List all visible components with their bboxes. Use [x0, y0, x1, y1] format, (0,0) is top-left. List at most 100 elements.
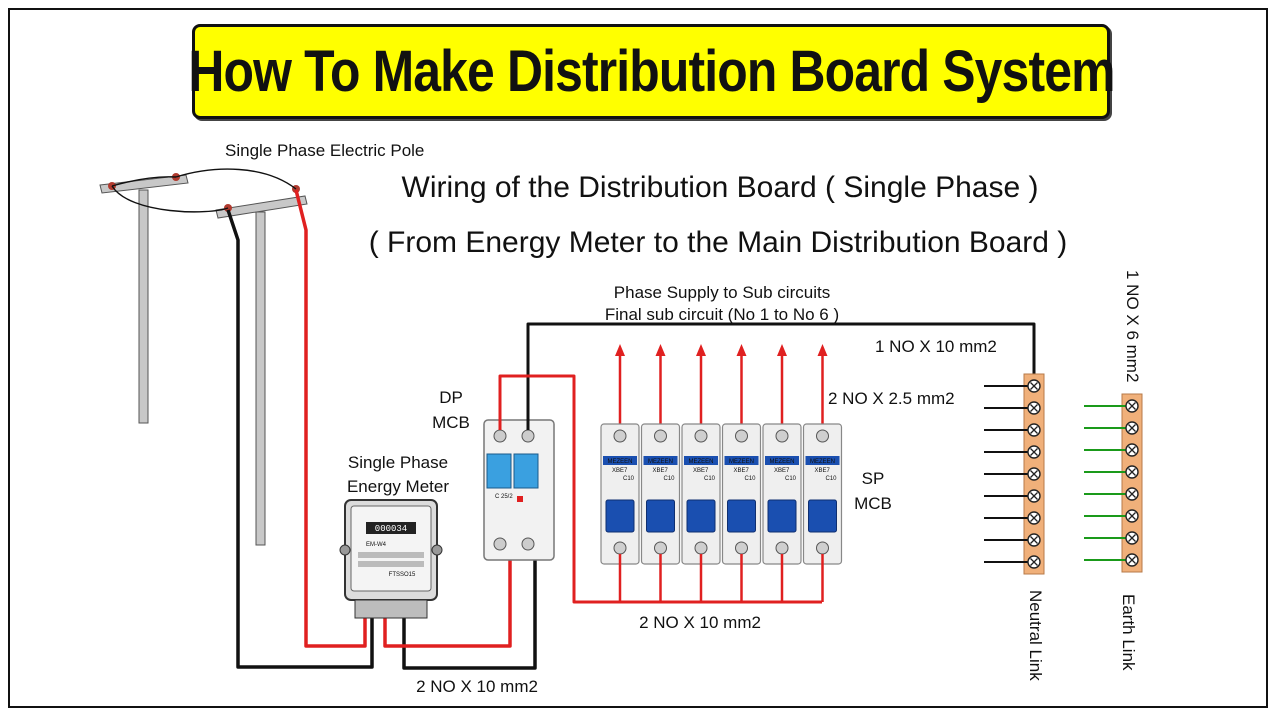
earth-link-label: Earth Link: [1119, 594, 1138, 671]
meter-to-dp-neutral: [402, 548, 537, 670]
sp-mcb-brand-strip: [643, 456, 678, 465]
pole-phase-wire: [294, 189, 367, 648]
sub-circuit-arrow-icon: [736, 344, 747, 356]
pole-neutral-wire: [226, 209, 374, 669]
sub-circuit-arrow-icon: [615, 344, 625, 356]
sub-circuit-arrow-icon: [777, 344, 787, 356]
sp-mcb-bottom-terminal: [654, 541, 667, 555]
meter-brand: EM-W4: [366, 542, 387, 548]
meter-cable-label: 2 NO X 10 mm2: [416, 677, 538, 696]
dp-mcb-label-2: MCB: [432, 413, 470, 432]
sp-mcb-brand-strip: [603, 456, 637, 465]
meter-to-dp-phase: [383, 548, 512, 648]
sp-mcb-model: XBE7: [734, 468, 750, 474]
overhead-line: [175, 168, 297, 190]
distribution-wires: [498, 322, 1036, 604]
earth-terminal-x-icon: [1128, 534, 1136, 542]
dp-mcb-label-1: DP: [439, 388, 463, 407]
sub-circuit-arrow-icon: [817, 344, 828, 356]
sp-mcb-top-terminal: [613, 429, 627, 443]
dp-mcb: C 25/2: [483, 419, 555, 561]
earth-terminal-x-icon: [1128, 512, 1136, 520]
meter-display: 000034: [375, 524, 407, 534]
neutral-terminal-x-icon: [1030, 382, 1038, 390]
sp-mcb-handle[interactable]: [808, 499, 837, 533]
earth-terminal-x-icon: [1128, 490, 1136, 498]
meter-serial: FTSSO15: [389, 572, 416, 578]
sp-mcb-brand: MEZEEN: [607, 459, 632, 465]
earth-terminal-x-icon: [1128, 424, 1136, 432]
sub-circuit-cable-label: 2 NO X 2.5 mm2: [828, 389, 955, 408]
overhead-line: [111, 176, 177, 187]
earth-link: [1084, 393, 1143, 573]
sp-mcb-top-terminal: [775, 429, 789, 443]
neutral-terminal-x-icon: [1030, 404, 1038, 412]
sp-mcb-model: XBE7: [612, 468, 628, 474]
neutral-terminal-x-icon: [1030, 470, 1038, 478]
frame-border: [8, 8, 1268, 708]
pole-right: [215, 185, 308, 546]
dp-mcb-rating: C 25/2: [495, 494, 513, 500]
meter-label-2: Energy Meter: [347, 477, 449, 496]
sp-mcb-brand: MEZEEN: [648, 459, 673, 465]
sp-mcb-bottom-terminal: [775, 541, 789, 555]
sp-mcb-handle[interactable]: [727, 499, 756, 533]
earth-terminal-x-icon: [1128, 402, 1136, 410]
earth-terminal-x-icon: [1128, 446, 1136, 454]
sp-mcb-handle[interactable]: [686, 499, 716, 533]
neutral-link-label: Neutral Link: [1026, 590, 1045, 681]
sp-mcb-brand-strip: [724, 456, 759, 465]
sp-mcb-brand: MEZEEN: [769, 459, 794, 465]
neutral-terminal-x-icon: [1030, 536, 1038, 544]
sp-mcb-bottom-terminal: [613, 541, 627, 555]
sp-mcb-brand-strip: [765, 456, 799, 465]
dp-mcb-handle[interactable]: [486, 453, 512, 489]
sp-mcb-model: XBE7: [653, 468, 669, 474]
sp-mcb-brand-strip: [805, 456, 840, 465]
sp-mcb-brand-strip: [684, 456, 718, 465]
dp-mcb-handle[interactable]: [513, 453, 539, 489]
sp-mcb-bottom-terminal: [816, 541, 829, 555]
sp-mcb-rating: C10: [745, 476, 757, 482]
sp-mcb-rating: C10: [664, 476, 676, 482]
electric-pole: [99, 168, 308, 546]
sp-mcb-handle[interactable]: [646, 499, 675, 533]
banner-title: How To Make Distribution Board System: [187, 39, 1115, 104]
busbar-cable-label: 2 NO X 10 mm2: [639, 613, 761, 632]
sp-mcb-top-terminal: [735, 429, 748, 443]
sp-mcb-model: XBE7: [815, 468, 831, 474]
sp-mcb-handle[interactable]: [605, 499, 635, 533]
energy-meter: 000034 EM-W4 FTSSO15: [339, 499, 443, 619]
sub-circuit-arrow-icon: [696, 344, 706, 356]
neutral-link: [984, 373, 1045, 575]
phase-supply-label-1: Phase Supply to Sub circuits: [614, 283, 830, 302]
sp-mcb-brand: MEZEEN: [688, 459, 713, 465]
sp-mcb-handle[interactable]: [767, 499, 797, 533]
sp-mcb-bottom-terminal: [694, 541, 708, 555]
sp-mcb-brand: MEZEEN: [810, 459, 835, 465]
neutral-terminal-x-icon: [1030, 448, 1038, 456]
sp-mcb-bottom-terminal: [735, 541, 748, 555]
sp-mcb-rating: C10: [785, 476, 797, 482]
title-banner: How To Make Distribution Board System: [188, 24, 1115, 119]
heading-line-1: Wiring of the Distribution Board ( Singl…: [402, 171, 1039, 204]
earth-terminal-x-icon: [1128, 556, 1136, 564]
sp-mcb-label-1: SP: [862, 469, 885, 488]
sp-mcb-rating: C10: [826, 476, 838, 482]
neutral-terminal-x-icon: [1030, 492, 1038, 500]
neutral-cable-label: 1 NO X 10 mm2: [875, 337, 997, 356]
sp-mcb-top-terminal: [816, 429, 829, 443]
earth-link-bar: [1121, 393, 1143, 573]
neutral-terminal-x-icon: [1030, 426, 1038, 434]
pole-label: Single Phase Electric Pole: [225, 141, 424, 160]
sp-mcb-rating: C10: [623, 476, 635, 482]
sub-circuit-arrow-icon: [655, 344, 666, 356]
